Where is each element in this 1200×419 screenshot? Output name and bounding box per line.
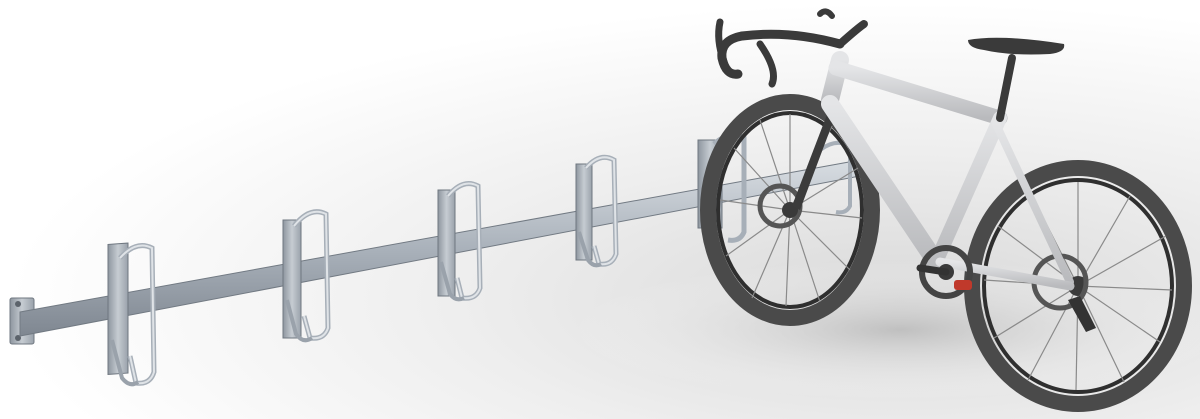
rear-derailleur [1068, 296, 1096, 332]
floor-shadow [570, 260, 1200, 400]
saddle [968, 37, 1065, 55]
crankset [916, 245, 973, 299]
rack-slot-2 [282, 209, 331, 343]
handlebar [715, 8, 868, 88]
bicycle [700, 8, 1192, 412]
rack-slot-3 [437, 181, 483, 302]
bicycle-frame [821, 51, 1075, 291]
rack-slot-4 [575, 154, 619, 268]
front-fork [792, 112, 836, 210]
rack-slot-1 [107, 242, 157, 387]
